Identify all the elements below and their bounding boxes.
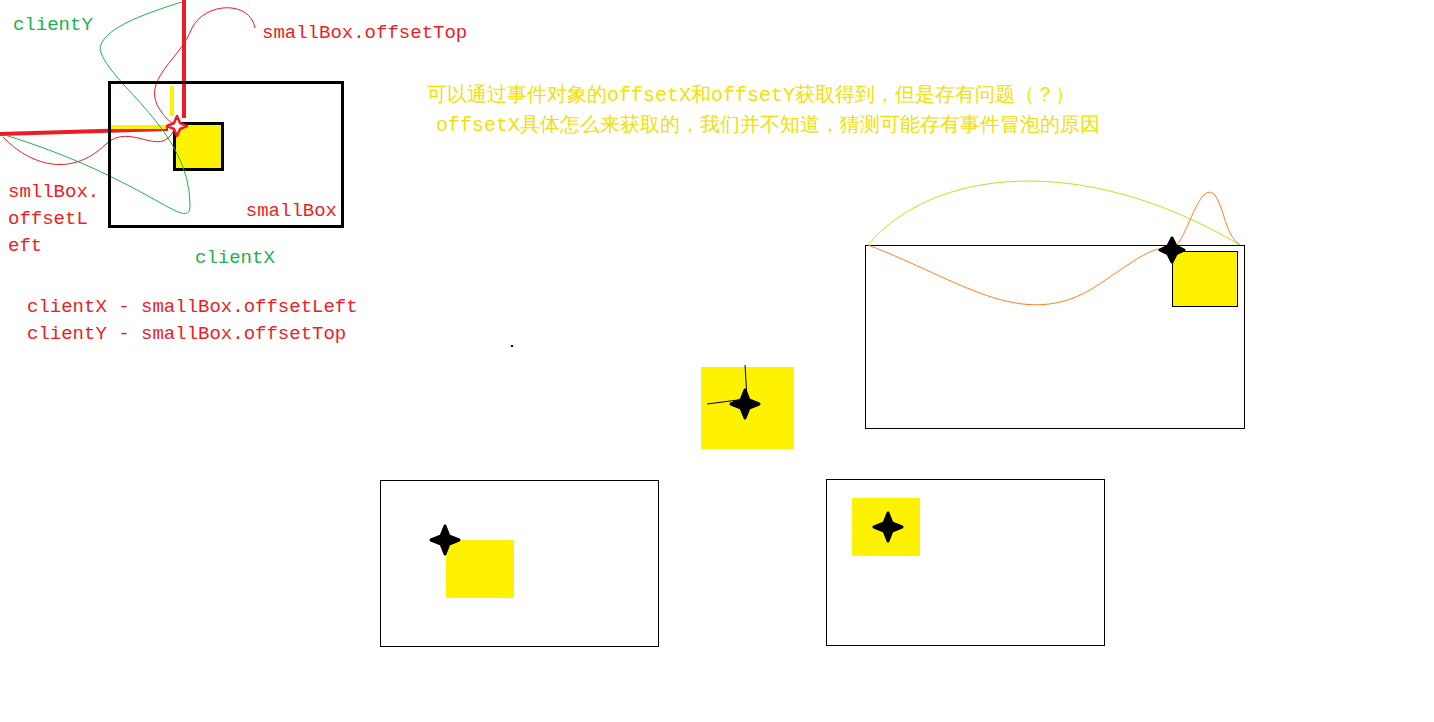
curve <box>868 181 1240 245</box>
cursor-symbol <box>431 526 459 554</box>
offset-top-line <box>182 0 186 118</box>
box-outline <box>381 481 659 647</box>
note-text: 可以通过事件对象的offsetX和offsetY获取得到，但是存有问题（？） <box>427 84 1075 108</box>
cursor-symbol <box>1160 238 1184 262</box>
cursor-symbol <box>731 390 759 418</box>
formula-text: clientY - smallBox.offsetTop <box>27 323 346 346</box>
axis-label: clientY <box>13 14 93 37</box>
yellow-square <box>701 367 794 449</box>
yellow-square <box>1173 252 1238 307</box>
curve <box>868 245 1172 305</box>
red-cursor <box>167 116 187 136</box>
yellow-vertical <box>170 86 174 116</box>
formula-text: clientX - smallBox.offsetLeft <box>27 296 358 319</box>
box-outline <box>866 246 1245 429</box>
box-label: smallBox <box>246 200 337 223</box>
dot <box>511 345 513 347</box>
offset-label: smllBox. offsetL eft <box>8 179 103 260</box>
yellow-square <box>446 540 514 598</box>
cursor-symbol <box>874 513 902 541</box>
note-text: offsetX具体怎么来获取的，我们并不知道，猜测可能存有事件冒泡的原因 <box>436 114 1100 138</box>
small-box: smallBox <box>108 81 344 228</box>
yellow-horizontal <box>110 125 166 129</box>
offset-left-line <box>0 129 168 134</box>
axis-label: clientX <box>195 247 275 270</box>
red-bracket-left <box>3 130 174 165</box>
box-outline <box>827 480 1105 646</box>
curve <box>1175 192 1240 248</box>
red-bracket-top <box>154 8 255 124</box>
yellow-square <box>852 498 920 556</box>
offset-label: smallBox.offsetTop <box>262 22 467 45</box>
